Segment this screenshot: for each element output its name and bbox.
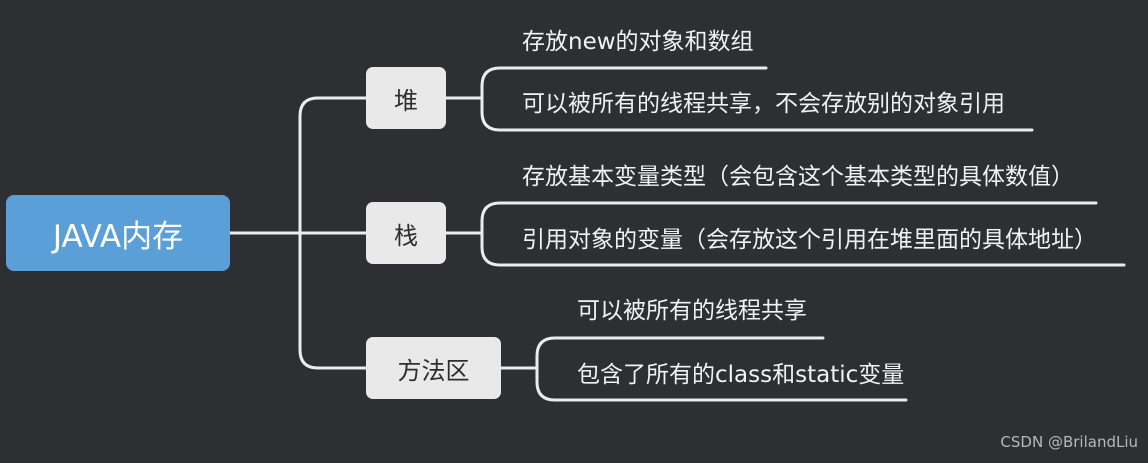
connector-heap-leaves bbox=[444, 66, 502, 132]
leaf-method-1: 可以被所有的线程共享 bbox=[577, 298, 807, 324]
branch-heap: 堆 bbox=[366, 67, 446, 129]
watermark: CSDN @BrilandLiu bbox=[1000, 433, 1138, 451]
connector-stack-leaves bbox=[444, 201, 502, 267]
leaf-method-2: 包含了所有的class和static变量 bbox=[577, 362, 905, 388]
branch-method-area-label: 方法区 bbox=[397, 356, 470, 385]
branch-stack: 栈 bbox=[366, 202, 446, 264]
leaf-stack-2: 引用对象的变量（会存放这个引用在堆里面的具体地址） bbox=[522, 227, 1097, 253]
branch-stack-label: 栈 bbox=[394, 221, 418, 250]
root-label: JAVA内存 bbox=[52, 218, 184, 255]
root-node: JAVA内存 bbox=[6, 195, 230, 271]
leaf-heap-2: 可以被所有的线程共享，不会存放别的对象引用 bbox=[522, 91, 1005, 117]
branch-heap-label: 堆 bbox=[394, 86, 418, 115]
leaf-heap-1: 存放new的对象和数组 bbox=[522, 29, 754, 55]
branch-method-area: 方法区 bbox=[366, 337, 501, 399]
connector-method-leaves bbox=[499, 336, 557, 402]
leaf-stack-1: 存放基本变量类型（会包含这个基本类型的具体数值） bbox=[522, 164, 1074, 190]
